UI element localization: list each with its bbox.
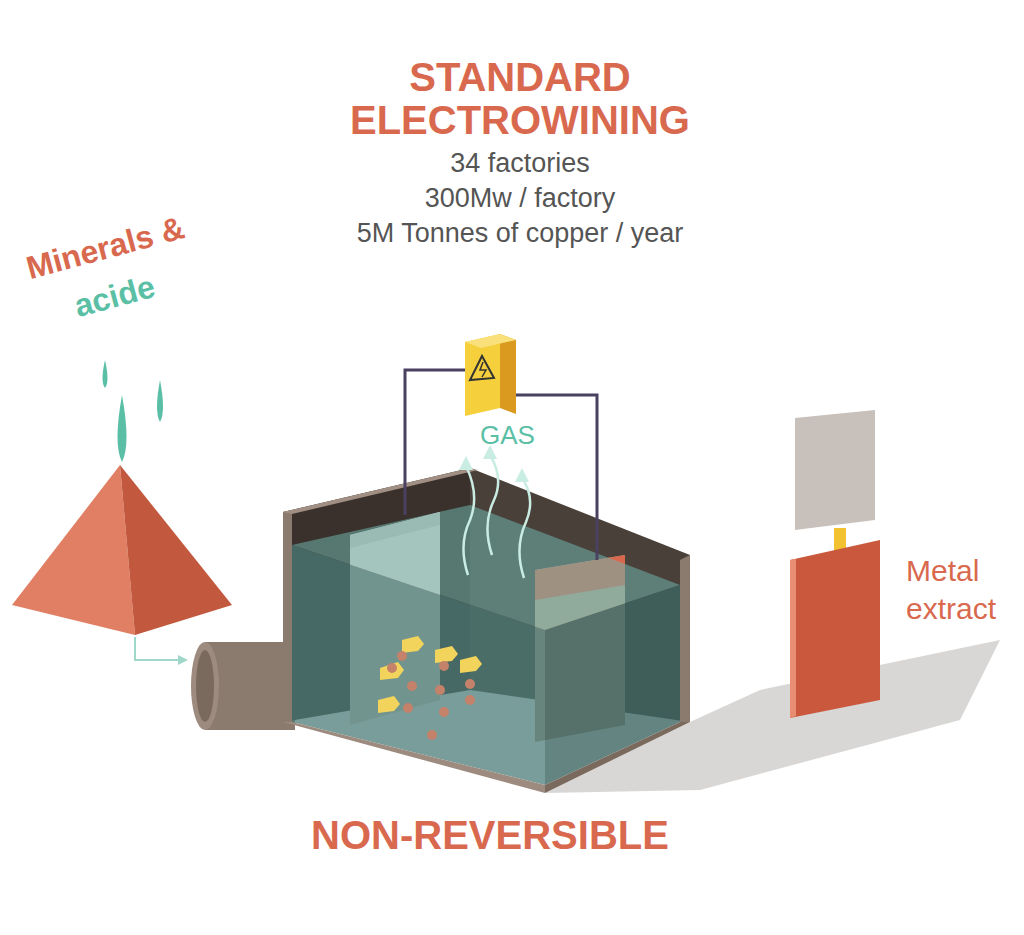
stat-line: 34 factories bbox=[270, 148, 770, 179]
wire bbox=[505, 395, 597, 560]
stat-line: 5M Tonnes of copper / year bbox=[270, 218, 770, 249]
gas-arrowheads bbox=[459, 445, 529, 482]
stat-line: 300Mw / factory bbox=[270, 183, 770, 214]
gas-bubbles bbox=[463, 455, 530, 578]
ore-pyramid bbox=[12, 465, 232, 635]
pipe bbox=[191, 642, 295, 730]
acid-drops bbox=[103, 360, 164, 462]
metal-plates bbox=[790, 410, 880, 718]
output-label: Metal extract bbox=[906, 552, 1018, 628]
caption: NON-REVERSIBLE bbox=[230, 812, 750, 858]
tank bbox=[283, 468, 690, 793]
power-supply bbox=[465, 334, 516, 416]
gas-label: GAS bbox=[480, 420, 535, 451]
wire bbox=[405, 370, 470, 515]
flow-arrowhead bbox=[178, 655, 188, 665]
title: STANDARD ELECTROWINING bbox=[310, 56, 730, 142]
ions bbox=[378, 636, 482, 740]
input-label: acide bbox=[70, 268, 159, 325]
input-label: Minerals & bbox=[22, 209, 188, 287]
flow-line bbox=[135, 637, 180, 660]
